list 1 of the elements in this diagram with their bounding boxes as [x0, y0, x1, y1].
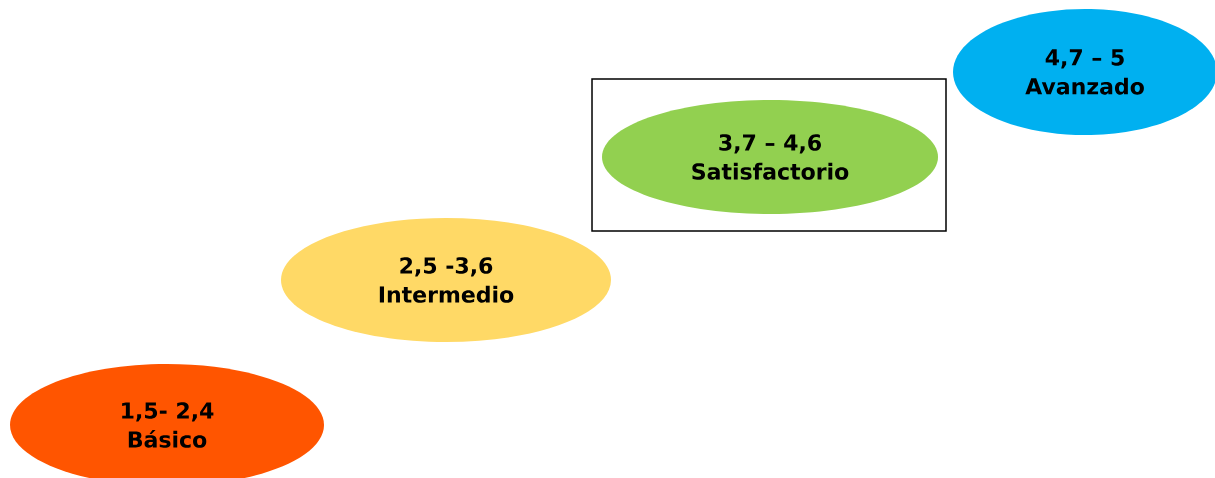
highlight-frame: [591, 78, 947, 232]
